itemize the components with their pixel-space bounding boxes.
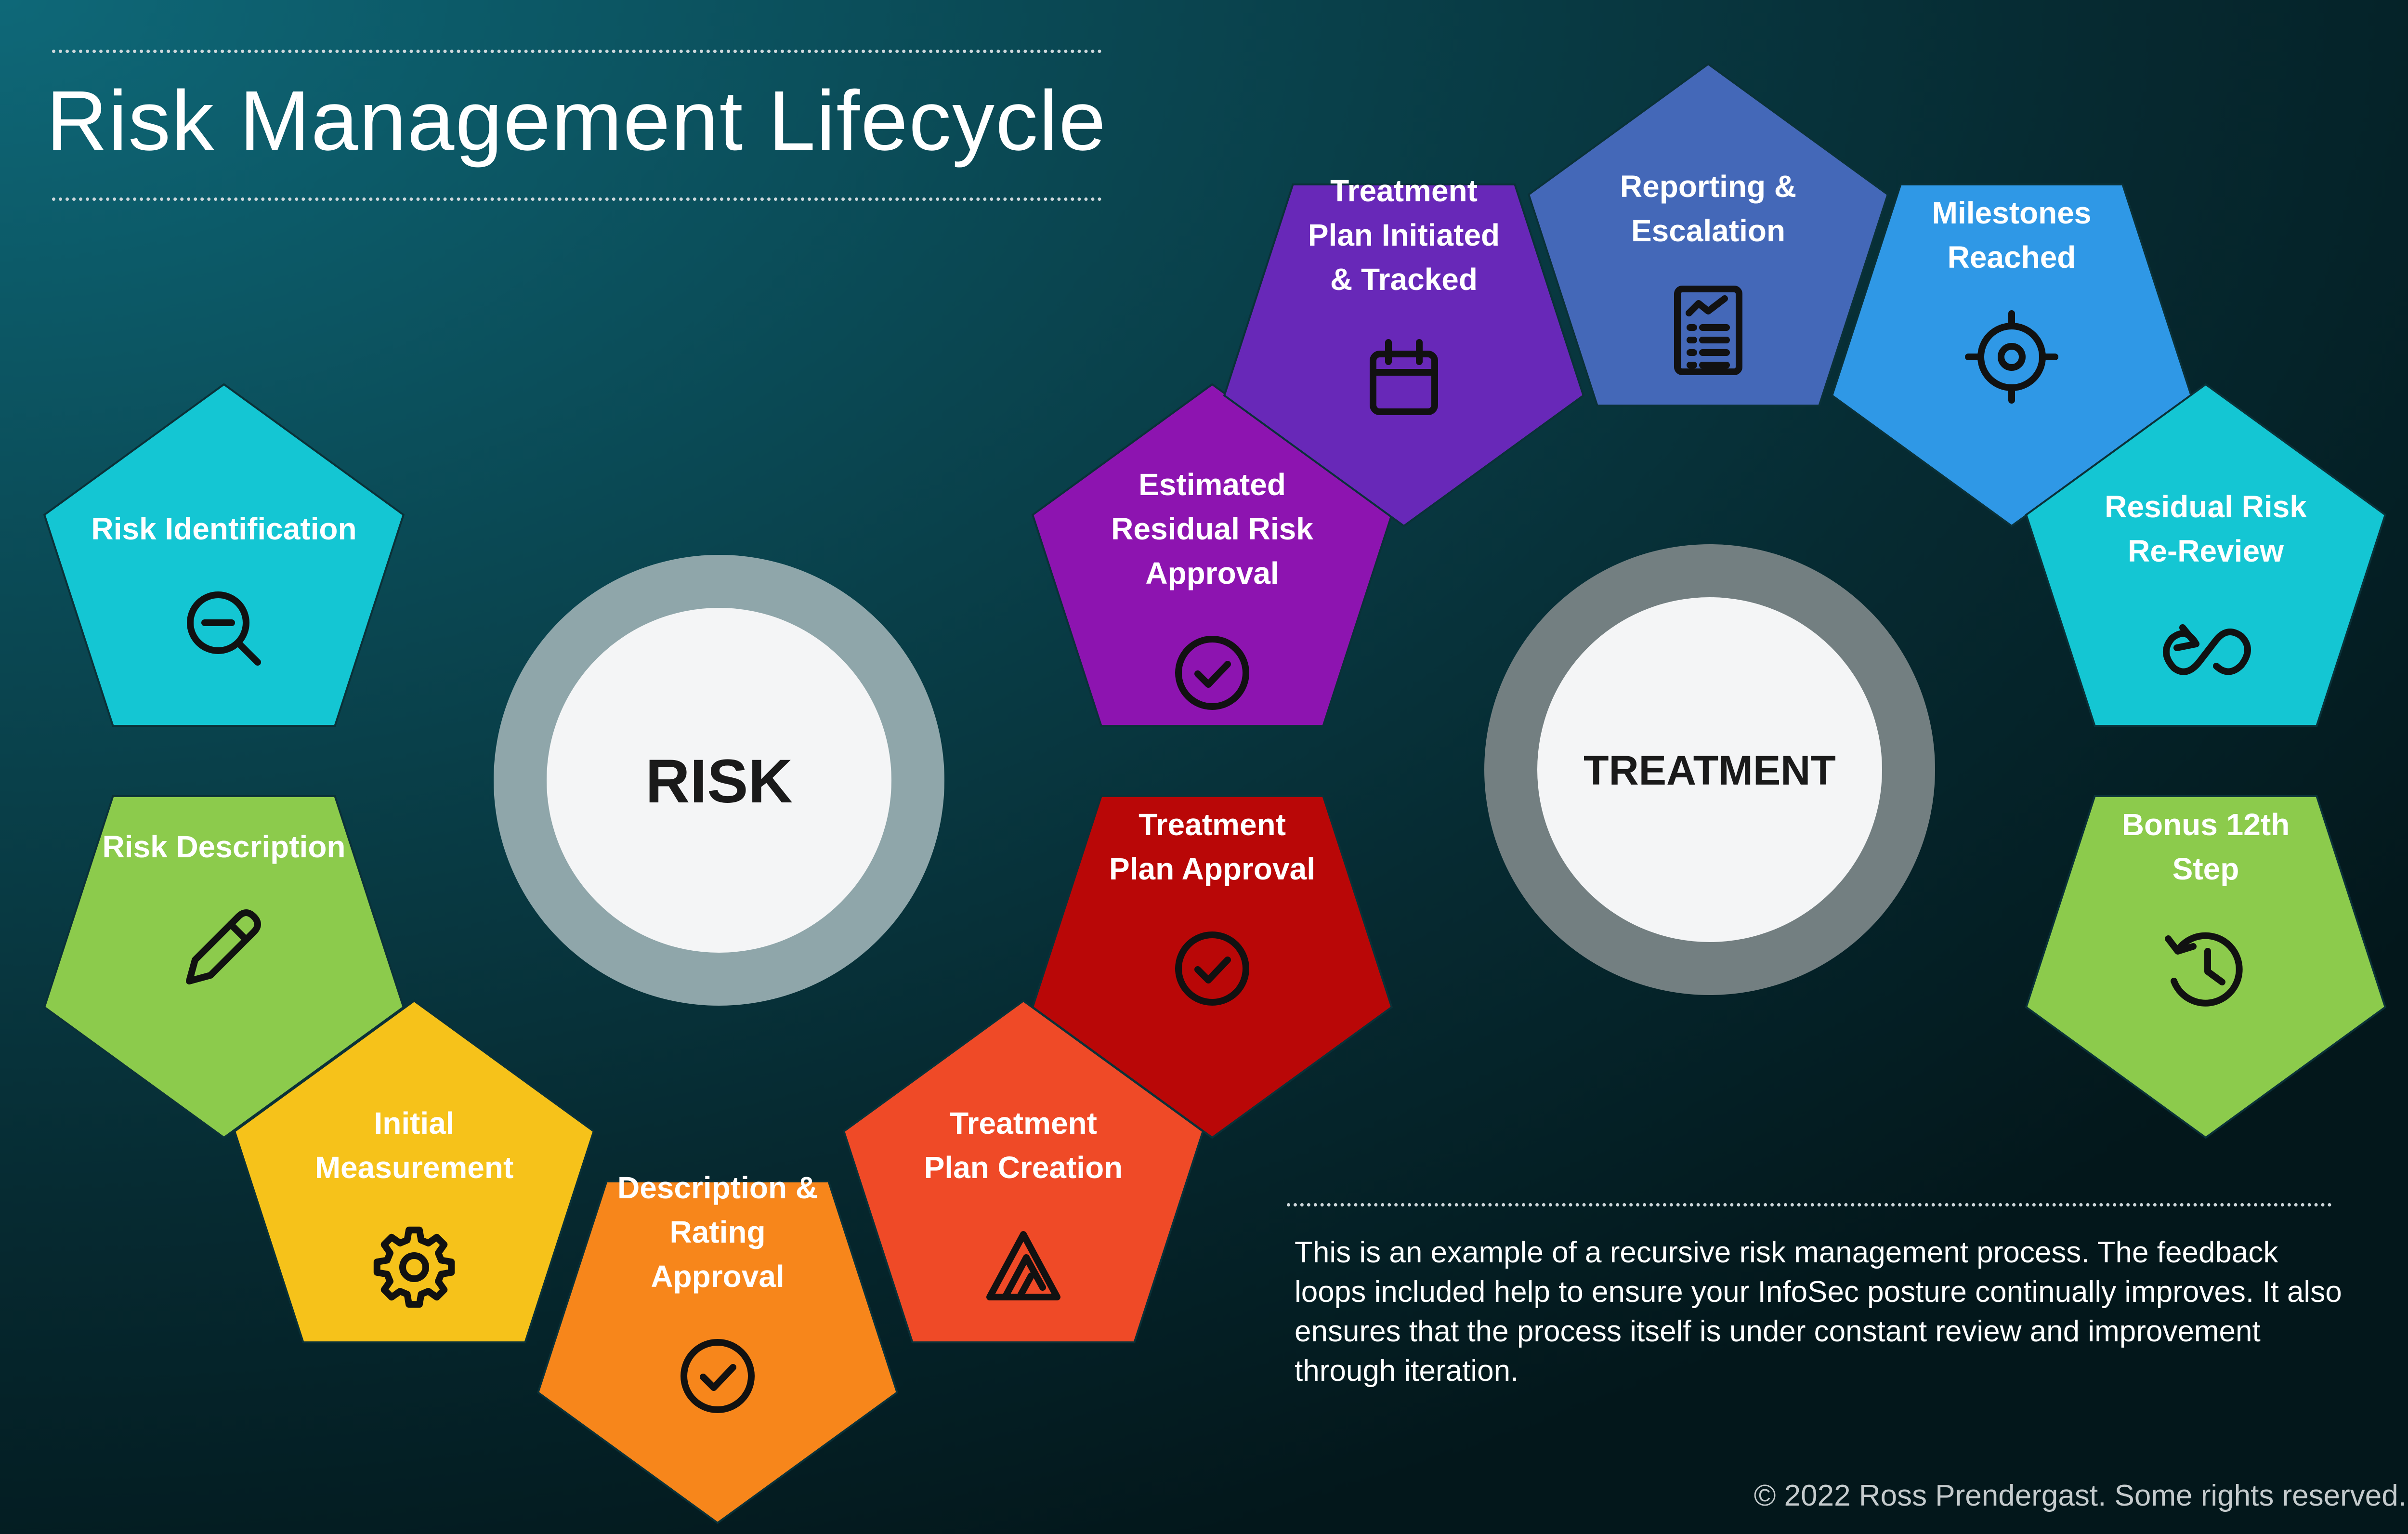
step-risk-identification-label: Risk Identification bbox=[91, 511, 356, 546]
step-initial-measurement-pentagon bbox=[233, 999, 595, 1344]
gear-icon bbox=[373, 1226, 455, 1308]
target-icon bbox=[1965, 310, 2058, 404]
step-risk-description-pentagon bbox=[43, 795, 405, 1139]
check-circle-icon bbox=[1175, 931, 1249, 1006]
magnifier-minus-icon bbox=[187, 591, 261, 666]
step-reporting-escalation-label: Reporting &Escalation bbox=[1620, 169, 1796, 248]
step-treatment-plan-approval-pentagon bbox=[1031, 795, 1393, 1139]
treatment-hub: TREATMENT bbox=[1484, 544, 1935, 995]
description-text: This is an example of a recursive risk m… bbox=[1295, 1236, 2342, 1388]
report-icon bbox=[1674, 286, 1742, 375]
copyright-text: © 2022 Ross Prendergast. Some rights res… bbox=[1754, 1479, 2407, 1512]
risk-hub-center bbox=[547, 608, 891, 953]
loop-icon bbox=[2162, 624, 2251, 675]
treatment-hub-center bbox=[1537, 597, 1882, 942]
title-divider-bottom bbox=[52, 197, 1102, 201]
check-circle-icon bbox=[1175, 636, 1249, 710]
calendar-icon bbox=[1370, 339, 1438, 415]
step-residual-risk-re-review-pentagon bbox=[2025, 383, 2387, 727]
check-circle-icon bbox=[681, 1339, 755, 1413]
step-risk-description-label: Risk Description bbox=[102, 829, 345, 864]
risk-hub-label: RISK bbox=[645, 747, 793, 816]
step-reporting-escalation: Reporting &Escalation bbox=[1527, 63, 1889, 407]
step-reporting-escalation-pentagon bbox=[1527, 63, 1889, 407]
page-title: Risk Management Lifecycle bbox=[46, 74, 1107, 168]
triangle-layers-icon bbox=[986, 1231, 1060, 1300]
step-description-rating-approval-pentagon bbox=[537, 1180, 899, 1524]
title-divider-top bbox=[52, 50, 1102, 53]
step-risk-identification-pentagon bbox=[43, 383, 405, 727]
pencil-icon bbox=[186, 909, 261, 984]
step-risk-identification: Risk Identification bbox=[43, 383, 405, 727]
treatment-hub-label: TREATMENT bbox=[1584, 747, 1836, 794]
history-icon bbox=[2165, 932, 2243, 1007]
description-divider bbox=[1287, 1203, 2332, 1206]
step-risk-description: Risk Description bbox=[43, 795, 405, 1139]
risk-hub: RISK bbox=[494, 555, 944, 1006]
